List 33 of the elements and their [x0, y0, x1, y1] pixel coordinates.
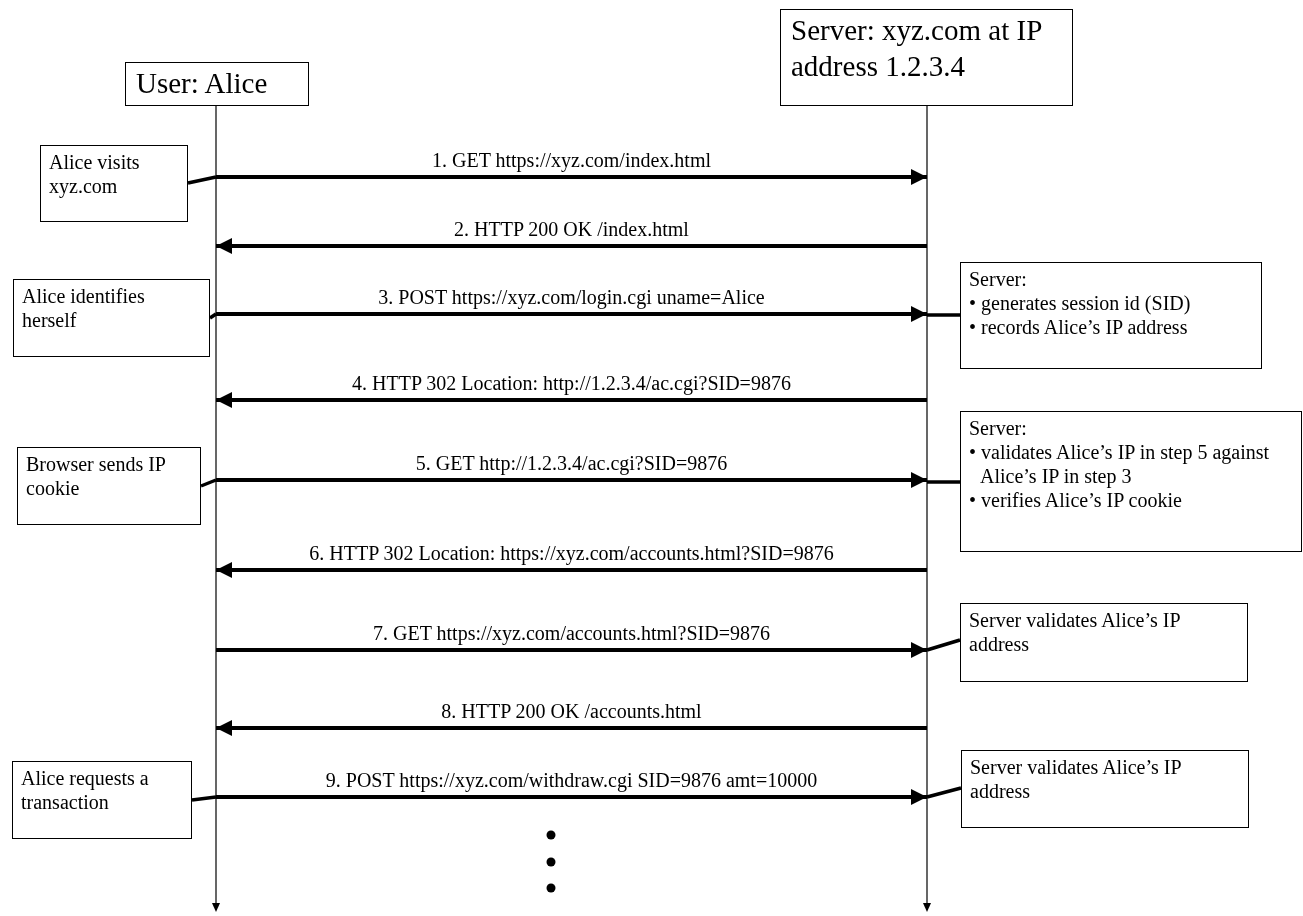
message-arrow: [216, 562, 927, 578]
message-arrow: [216, 306, 927, 322]
note-box: [960, 411, 1302, 552]
note-box: Server validates Alice’s IP address: [960, 603, 1248, 682]
bullet-item: • generates session id (SID): [969, 291, 1192, 315]
message-arrow: [216, 642, 927, 658]
note-box: Server validates Alice’s IP address: [961, 750, 1249, 828]
note-heading: Server:: [969, 267, 1028, 291]
leader-line: [187, 175, 217, 185]
leader-line: [927, 480, 960, 484]
note-box: Browser sends IP cookie: [17, 447, 201, 525]
leader-line: [926, 638, 961, 652]
bullet-item: • verifies Alice’s IP cookie: [969, 488, 1183, 512]
message-arrow: [216, 392, 927, 408]
message-arrow: [216, 472, 927, 488]
message-arrow: [216, 720, 927, 736]
note-box: Alice visits xyz.com: [40, 145, 188, 222]
note-box: Alice requests a transaction: [12, 761, 192, 839]
leader-line: [927, 313, 960, 317]
bullet-item: • records Alice’s IP address: [969, 315, 1189, 339]
participant-box: User: Alice: [125, 62, 309, 106]
bullet-item: • validates Alice’s IP in step 5 against Alice’s IP in step 3: [969, 440, 1271, 488]
message-arrow: [216, 238, 927, 254]
note-box: Alice identifies herself: [13, 279, 210, 357]
lifeline: [921, 106, 933, 912]
message-arrow: [216, 789, 927, 805]
leader-line: [191, 795, 217, 802]
message-arrow: [216, 169, 927, 185]
lifeline: [210, 106, 222, 912]
note-box: [960, 262, 1262, 369]
note-heading: Server:: [969, 416, 1028, 440]
participant-box: Server: xyz.com at IP address 1.2.3.4: [780, 9, 1073, 106]
leader-line: [926, 786, 962, 799]
